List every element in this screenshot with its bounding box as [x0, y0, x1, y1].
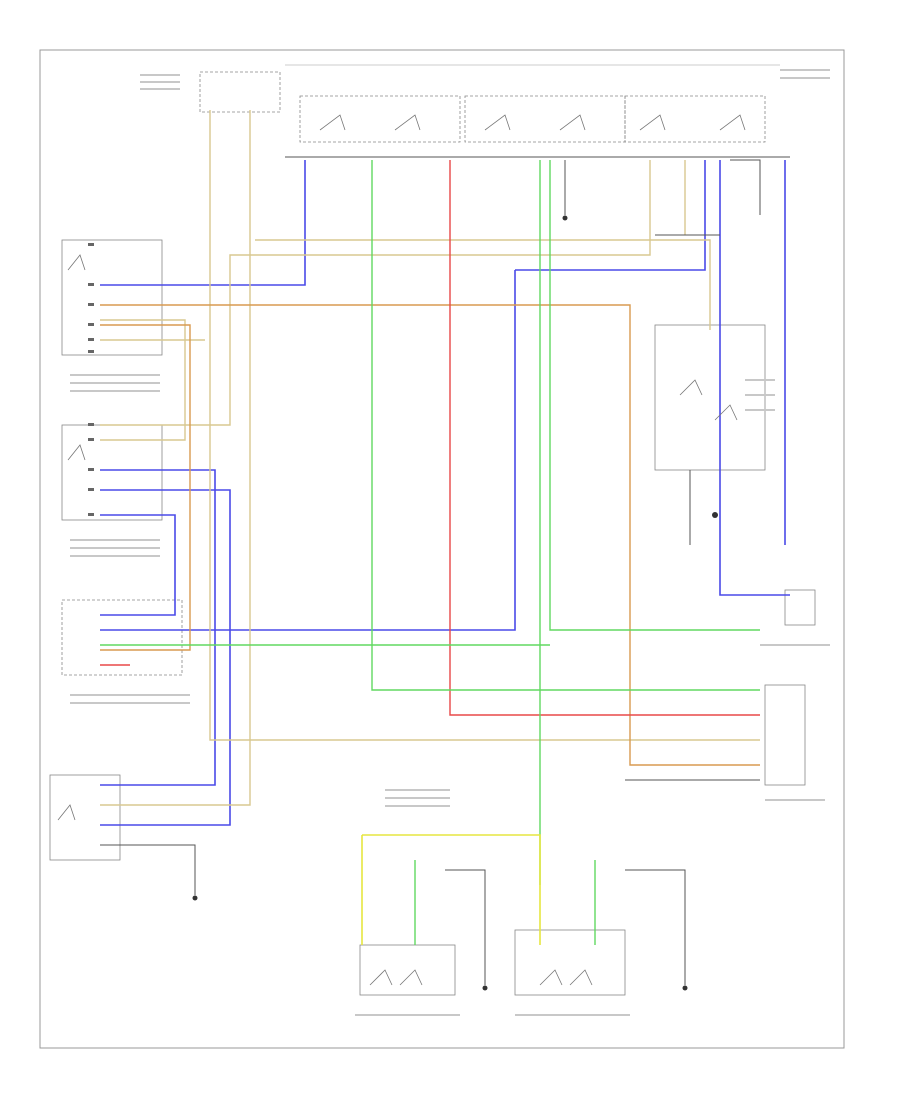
right-mid-connector — [784, 589, 816, 626]
contact — [569, 969, 593, 986]
blue-wire-4 — [100, 270, 516, 631]
blue-wire-3 — [100, 514, 176, 616]
left-module-1 — [61, 239, 163, 356]
red-wires — [100, 160, 760, 716]
ground-symbols — [192, 215, 718, 991]
diagram-frame — [39, 49, 845, 1049]
contact — [719, 114, 746, 131]
tan-wire-1 — [209, 110, 760, 741]
contact — [67, 254, 86, 271]
pin-mark — [88, 468, 94, 471]
bottom-left-switch — [359, 944, 456, 996]
black-wire-2 — [100, 844, 196, 895]
black-wires — [100, 159, 761, 985]
left-components — [49, 239, 183, 861]
right-components — [654, 324, 816, 786]
red-wire-1 — [449, 160, 760, 716]
orange-wire-2 — [100, 324, 191, 651]
ground-icon — [562, 215, 568, 221]
pin-mark — [88, 488, 94, 491]
pin-mark — [88, 303, 94, 306]
switch-box-2 — [464, 95, 626, 143]
black-wire-3 — [445, 869, 486, 985]
pin-mark — [88, 243, 94, 246]
pin-mark — [88, 513, 94, 516]
contact — [679, 379, 703, 396]
ground-icon — [712, 512, 718, 518]
contact — [714, 404, 738, 421]
contact — [399, 969, 423, 986]
black-wire-7 — [730, 159, 761, 215]
left-connector — [61, 599, 183, 676]
pin-mark — [88, 338, 94, 341]
orange-wire-1 — [100, 304, 760, 766]
blue-wires — [100, 160, 790, 826]
right-lower-connector — [764, 684, 806, 786]
pin-mark — [88, 323, 94, 326]
green-wire-3 — [549, 160, 760, 631]
label-placeholders — [70, 69, 830, 1016]
connector-pins — [88, 243, 94, 516]
left-bottom-switch — [49, 774, 121, 861]
switch-box-1 — [299, 95, 461, 143]
switch-contacts — [57, 114, 746, 986]
ground-icon — [482, 985, 488, 991]
bottom-components — [359, 929, 626, 996]
yellow-wire-2 — [362, 834, 541, 945]
green-wires — [100, 160, 760, 945]
blue-wire-2 — [100, 469, 216, 786]
contact — [539, 969, 563, 986]
blue-wire-1 — [100, 160, 306, 286]
tan-wires — [100, 110, 760, 806]
contact — [559, 114, 586, 131]
switch-box-3 — [624, 95, 766, 143]
contact — [57, 804, 76, 821]
tan-wire-3 — [255, 239, 711, 330]
tan-wire-5 — [100, 319, 186, 441]
ground-icon — [682, 985, 688, 991]
contact — [319, 114, 346, 131]
yellow-wires — [361, 834, 541, 945]
top-switch-group — [199, 71, 766, 143]
blue-wire-8 — [515, 160, 706, 271]
ground-icon — [192, 895, 198, 901]
green-wire-1 — [371, 160, 760, 691]
right-relay-box — [654, 324, 766, 471]
left-module-2 — [61, 424, 163, 521]
fuse-box-top — [199, 71, 281, 113]
black-wire-4 — [625, 869, 686, 985]
pin-mark — [88, 283, 94, 286]
contact — [639, 114, 666, 131]
tan-wire-4 — [100, 160, 651, 426]
pin-mark — [88, 350, 94, 353]
contact — [484, 114, 511, 131]
tan-wire-2 — [100, 110, 251, 806]
blue-wire-7 — [100, 489, 231, 826]
bottom-right-switch — [514, 929, 626, 996]
pin-mark — [88, 423, 94, 426]
contact — [394, 114, 421, 131]
blue-wire-5 — [719, 160, 790, 596]
orange-wires — [100, 304, 760, 766]
contact — [67, 444, 86, 461]
contact — [369, 969, 393, 986]
pin-mark — [88, 438, 94, 441]
